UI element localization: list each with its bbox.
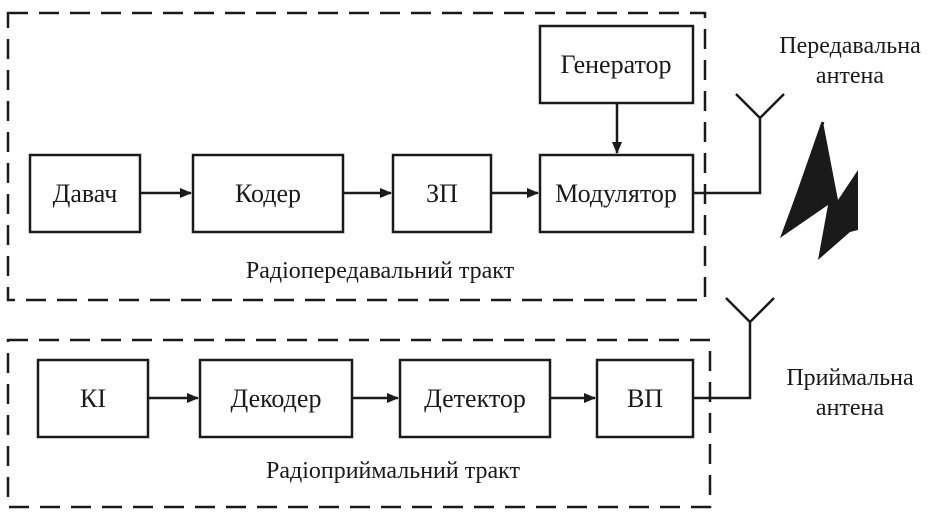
receive-antenna-icon — [693, 297, 775, 400]
decoder-block: Декодер — [198, 358, 354, 439]
transmit-antenna-icon — [693, 93, 785, 195]
decoder-label: Декодер — [231, 384, 322, 413]
vp-label: ВП — [627, 384, 663, 413]
receiver-section: КІ Декодер Детектор ВП Радіоприймальний … — [6, 338, 712, 509]
encoder-block: Кодер — [191, 153, 345, 234]
receive-antenna-label-line2: антена — [816, 395, 884, 421]
zp-label: ЗП — [426, 179, 458, 208]
sensor-label: Давач — [53, 179, 118, 208]
detector-label: Детектор — [424, 384, 526, 413]
transmitter-caption: Радіопередавальний тракт — [246, 258, 515, 284]
transmit-antenna-label-line1: Передавальна — [779, 33, 921, 59]
zp-block: ЗП — [391, 153, 493, 234]
lightning-bolt-icon — [780, 121, 858, 260]
encoder-label: Кодер — [235, 179, 301, 208]
transmitter-frame — [6, 11, 707, 302]
modulator-label: Модулятор — [555, 179, 677, 208]
receive-antenna-label-line1: Приймальна — [786, 365, 914, 391]
receiver-frame — [6, 338, 712, 509]
ki-label: КІ — [80, 384, 106, 413]
generator-block: Генератор — [538, 24, 695, 105]
generator-label: Генератор — [561, 50, 672, 79]
vp-block: ВП — [595, 358, 695, 439]
modulator-block: Модулятор — [538, 153, 695, 234]
detector-block: Детектор — [398, 358, 552, 439]
transmitter-section: Давач Кодер ЗП Модулятор Генератор Радіо… — [6, 11, 707, 302]
sensor-block: Давач — [28, 153, 142, 234]
receiver-caption: Радіоприймальний тракт — [266, 458, 521, 484]
ki-block: КІ — [36, 358, 150, 439]
transmit-antenna-label-line2: антена — [816, 63, 884, 89]
